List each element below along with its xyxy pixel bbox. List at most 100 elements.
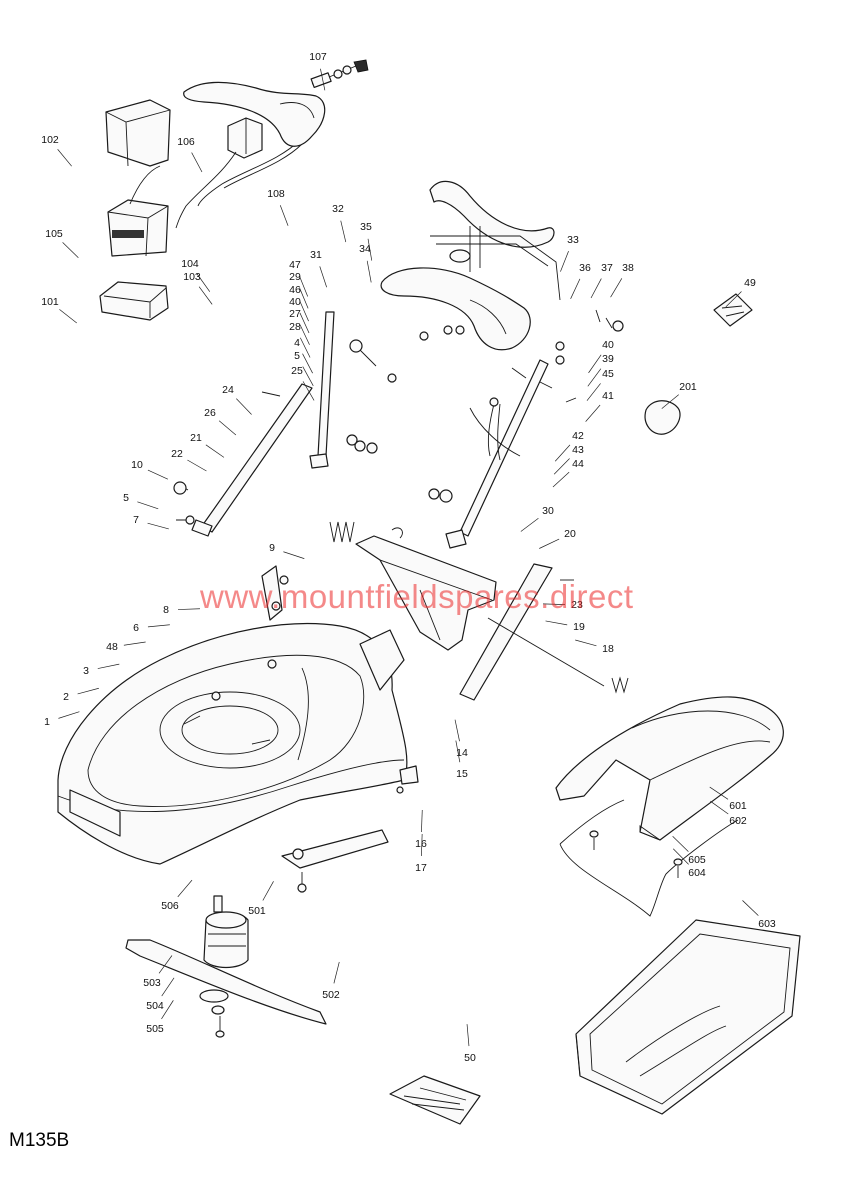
leader-line-21: [205, 444, 225, 458]
leader-line-48: [123, 641, 146, 646]
leader-line-26: [218, 420, 237, 436]
leader-line-29: [299, 287, 309, 309]
callout-108: 108: [267, 188, 285, 200]
callout-106: 106: [177, 136, 195, 148]
leader-line-10: [147, 469, 169, 480]
leader-line-36: [570, 278, 581, 299]
control-housing-34: [380, 249, 531, 351]
grassbox-fixings: [589, 830, 683, 878]
callout-30: 30: [542, 505, 554, 517]
leader-line-501: [262, 881, 274, 901]
callout-4: 4: [294, 337, 300, 349]
cable-108: [197, 139, 303, 207]
leader-line-40: [299, 312, 310, 334]
callout-31: 31: [310, 249, 322, 261]
callout-47: 47: [289, 259, 301, 271]
key-switch-107: [310, 59, 369, 89]
leader-line-30: [520, 517, 539, 532]
leader-line-50: [466, 1024, 470, 1047]
battery-tray-101: [99, 281, 169, 321]
leader-line-43: [553, 458, 570, 475]
leader-line-502: [333, 961, 340, 984]
callout-5: 5: [294, 350, 300, 362]
leader-line-25: [302, 381, 315, 401]
leader-line-4: [302, 353, 313, 374]
callout-604: 604: [688, 867, 706, 879]
diagram-code: M135B: [9, 1130, 70, 1151]
charger-106: [175, 117, 263, 229]
leader-line-8: [177, 608, 200, 610]
leader-line-46: [299, 300, 309, 322]
grassbox-lid-601: [555, 696, 784, 841]
callout-602: 602: [729, 815, 747, 827]
leader-line-35: [367, 238, 373, 261]
hardware-bag-50: [389, 1075, 481, 1125]
blade-adaptor-501: [203, 895, 249, 969]
callout-7: 7: [133, 514, 139, 526]
callout-103: 103: [183, 271, 201, 283]
deck-1: [57, 565, 408, 865]
leader-line-31: [319, 266, 327, 288]
leader-line-34: [366, 260, 372, 283]
callout-38: 38: [622, 262, 634, 274]
leader-line-602: [710, 800, 729, 815]
handle-bar-32: [429, 180, 555, 248]
grassbox-603: [575, 919, 801, 1115]
callout-20: 20: [564, 528, 576, 540]
leader-line-103: [198, 286, 213, 305]
callout-105: 105: [45, 228, 63, 240]
blade-502: [125, 939, 327, 1025]
callout-19: 19: [573, 621, 585, 633]
leader-line-20: [539, 538, 560, 549]
callout-16: 16: [415, 838, 427, 850]
leader-line-101: [59, 309, 77, 324]
callout-9: 9: [269, 542, 275, 554]
callout-104: 104: [181, 258, 199, 270]
leader-line-106: [191, 152, 203, 173]
callout-502: 502: [322, 989, 340, 1001]
leader-line-102: [57, 149, 72, 167]
callout-603: 603: [758, 918, 776, 930]
deck-fittings: [281, 765, 419, 893]
callout-1: 1: [44, 716, 50, 728]
callout-40: 40: [289, 296, 301, 308]
leader-line-38: [610, 278, 623, 298]
knob-201: [644, 400, 681, 435]
callout-48: 48: [106, 641, 118, 653]
leader-line-3: [97, 663, 120, 669]
leader-line-604: [672, 848, 689, 865]
leader-line-108: [279, 205, 289, 226]
callout-3: 3: [83, 665, 89, 677]
callout-45: 45: [602, 368, 614, 380]
leader-line-505: [161, 1000, 174, 1020]
callout-40: 40: [602, 339, 614, 351]
callout-6: 6: [133, 622, 139, 634]
leader-line-504: [161, 977, 175, 997]
hardware-bag-49: [713, 293, 753, 327]
callout-25: 25: [291, 365, 303, 377]
callout-201: 201: [679, 381, 697, 393]
callout-41: 41: [602, 390, 614, 402]
callout-107: 107: [309, 51, 327, 63]
leader-line-37: [590, 278, 602, 299]
leader-line-6: [147, 624, 170, 628]
callout-33: 33: [567, 234, 579, 246]
callout-46: 46: [289, 284, 301, 296]
spring-22: [329, 521, 355, 543]
callout-21: 21: [190, 432, 202, 444]
leader-line-44: [552, 471, 570, 488]
leader-line-7: [147, 522, 169, 530]
callout-501: 501: [248, 905, 266, 917]
upper-handle-cover: [183, 81, 326, 147]
callout-605: 605: [688, 854, 706, 866]
leader-line-17: [421, 834, 423, 857]
leader-line-18: [575, 639, 597, 647]
callout-39: 39: [602, 353, 614, 365]
leader-line-506: [177, 879, 193, 898]
leader-line-45: [586, 383, 601, 401]
callout-35: 35: [360, 221, 372, 233]
leader-line-19: [545, 620, 568, 626]
callout-42: 42: [572, 430, 584, 442]
